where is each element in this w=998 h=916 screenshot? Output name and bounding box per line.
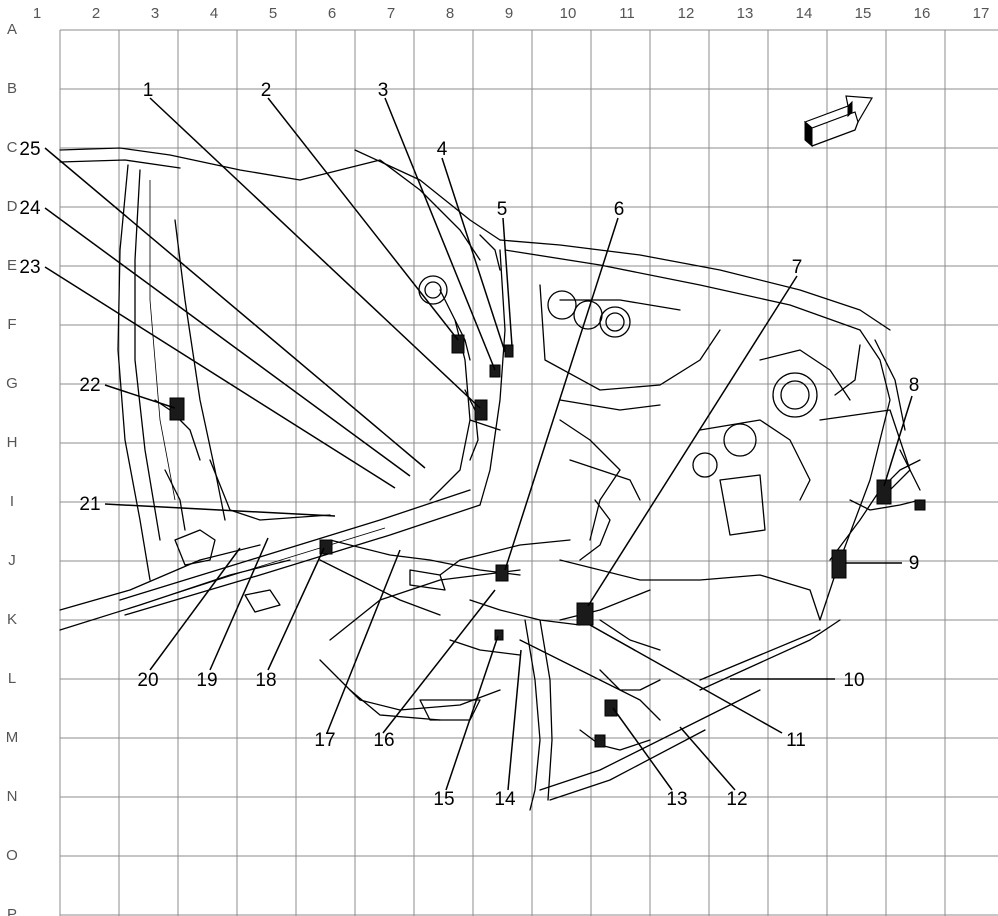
callout-22: 22 [79, 375, 100, 396]
column-label: 11 [619, 5, 635, 22]
callout-labels: 1 2 3 4 5 6 7 8 9 10 11 12 13 14 15 16 1… [19, 80, 919, 810]
column-label: 13 [737, 5, 754, 22]
connector-block [594, 734, 606, 748]
column-label: 4 [210, 5, 218, 22]
callout-8: 8 [909, 375, 920, 396]
connector-block [876, 479, 892, 505]
callout-23: 23 [19, 257, 40, 278]
vehicle-illustration [59, 147, 926, 811]
row-label: H [7, 434, 18, 451]
callout-1: 1 [143, 80, 154, 101]
column-label: 2 [92, 5, 100, 22]
callout-16: 16 [373, 730, 394, 751]
callout-4: 4 [437, 139, 448, 160]
connector-block [489, 364, 501, 378]
callout-21: 21 [79, 494, 100, 515]
row-label: D [7, 198, 18, 215]
callout-6: 6 [614, 199, 625, 220]
column-label: 10 [560, 5, 577, 22]
connector-block [504, 344, 514, 358]
row-label: N [7, 788, 18, 805]
connector-block [914, 499, 926, 511]
connector-block [604, 699, 618, 717]
row-label: G [6, 375, 18, 392]
callout-9: 9 [909, 553, 920, 574]
row-label: K [7, 611, 17, 628]
column-label: 14 [796, 5, 813, 22]
row-label: M [6, 729, 19, 746]
row-label: O [6, 847, 18, 864]
column-label: 9 [505, 5, 513, 22]
connector-block [474, 399, 488, 421]
callout-12: 12 [726, 789, 747, 810]
callout-7: 7 [792, 257, 803, 278]
column-label: 3 [151, 5, 159, 22]
forward-arrow-icon [803, 95, 874, 148]
callout-24: 24 [19, 198, 41, 219]
column-label: 1 [33, 5, 41, 22]
column-label: 12 [678, 5, 695, 22]
callout-2: 2 [261, 80, 272, 101]
callout-14: 14 [494, 789, 516, 810]
column-label: 17 [973, 5, 990, 22]
callout-19: 19 [196, 670, 217, 691]
row-label: I [10, 493, 14, 510]
row-label: L [8, 670, 16, 687]
callout-11: 11 [786, 730, 806, 751]
row-label: P [7, 906, 17, 916]
connector-block [169, 397, 185, 421]
row-label: F [7, 316, 16, 333]
callout-3: 3 [378, 80, 389, 101]
column-label: 7 [387, 5, 395, 22]
callout-13: 13 [666, 789, 687, 810]
column-label: 5 [269, 5, 277, 22]
callout-15: 15 [433, 789, 454, 810]
row-label: E [7, 257, 17, 274]
callout-25: 25 [19, 139, 40, 160]
connector-block [831, 549, 847, 579]
row-label: C [7, 139, 18, 156]
row-labels: A B C D E F G H I J K L M N O P [6, 21, 19, 916]
callout-10: 10 [843, 670, 864, 691]
callout-20: 20 [137, 670, 158, 691]
callout-5: 5 [497, 199, 508, 220]
row-label: B [7, 80, 17, 97]
connector-block [494, 629, 504, 641]
column-label: 15 [855, 5, 872, 22]
callout-18: 18 [255, 670, 276, 691]
column-label: 16 [914, 5, 931, 22]
callout-17: 17 [314, 730, 335, 751]
column-label: 8 [446, 5, 454, 22]
row-label: A [7, 21, 17, 38]
leader-lines [44, 97, 913, 791]
connector-block [451, 334, 465, 354]
reference-grid [59, 29, 998, 916]
connector-block [576, 602, 594, 626]
row-label: J [8, 552, 16, 569]
column-label: 6 [328, 5, 336, 22]
